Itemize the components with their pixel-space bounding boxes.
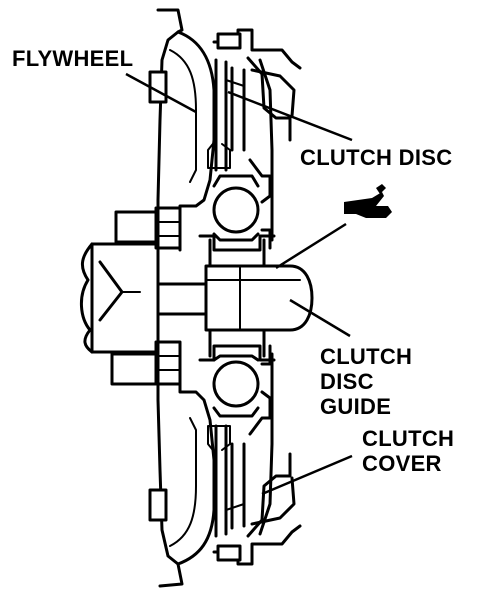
crankshaft [80, 242, 160, 354]
leader-clutch-disc [227, 90, 353, 142]
leader-tool [275, 222, 347, 270]
label-clutch-cover-1: CLUTCH [362, 426, 454, 451]
label-clutch-disc-guide-2: DISC [320, 369, 374, 394]
label-flywheel: FLYWHEEL [12, 46, 133, 71]
label-clutch-cover-2: COVER [362, 451, 442, 476]
label-clutch-disc-guide-1: CLUTCH [320, 344, 412, 369]
clutch-cover [212, 28, 302, 566]
leader-flywheel [125, 72, 197, 114]
flywheel [148, 8, 216, 588]
grease-gun-icon [344, 184, 392, 218]
crankshaft-bolt-bottom [110, 340, 182, 386]
leader-disc-guide [289, 298, 351, 338]
label-clutch-disc-guide-3: GUIDE [320, 394, 391, 419]
clutch-disc-guide [156, 264, 314, 332]
crankshaft-bolt-top [114, 206, 182, 250]
label-clutch-disc: CLUTCH DISC [300, 145, 452, 170]
leader-lines [125, 72, 353, 496]
leader-clutch-cover [261, 454, 353, 496]
clutch-disc [198, 58, 276, 538]
